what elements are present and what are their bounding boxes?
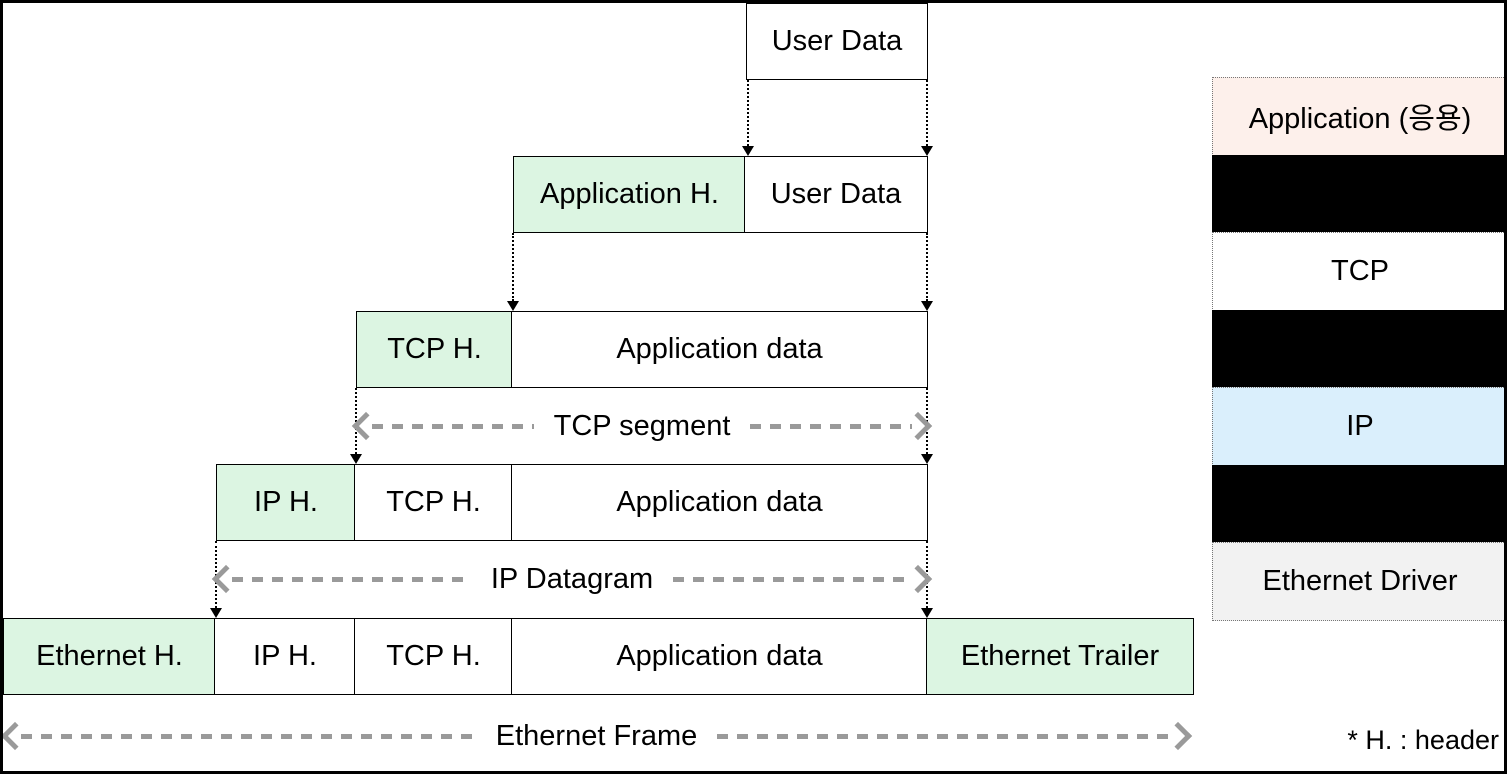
down-arrow [926,233,928,301]
stack-layer-black-spacer [1212,464,1504,544]
arrow-down-icon [507,301,519,311]
box-tcp-header: TCP H. [356,311,513,388]
box-user-data: User Data [744,156,928,233]
box-application-data: Application data [511,464,928,541]
arrow-down-icon [350,454,362,464]
box-tcp-header: TCP H. [354,618,513,695]
dashed-line [750,423,913,429]
down-arrow [926,388,928,454]
ethernet-frame-span-arrow: Ethernet Frame [3,711,1193,761]
header-footnote: * H. : header [1347,725,1499,755]
box-ethernet-header: Ethernet H. [3,618,216,695]
dashed-line [21,733,476,739]
dashed-line [673,576,913,582]
span-label-tcp-segment: TCP segment [553,409,731,442]
arrow-right-icon [903,411,933,441]
arrow-down-icon [742,146,754,156]
box-ip-header: IP H. [214,618,356,695]
down-arrow [512,233,514,301]
dashed-line [717,733,1173,739]
arrow-down-icon [921,454,933,464]
stack-layer-black-spacer [1212,309,1504,389]
box-ip-header: IP H. [216,464,356,541]
arrow-left-icon [351,411,381,441]
stack-layer-ip: IP [1212,387,1504,466]
arrow-right-icon [903,564,933,594]
dashed-line [232,576,471,582]
stack-layer-tcp: TCP [1212,232,1504,311]
box-application-data: Application data [511,311,928,388]
protocol-stack: Application (응용) TCP IP Ethernet Driver [1212,77,1504,622]
arrow-left-icon [3,721,30,751]
arrow-down-icon [921,301,933,311]
box-tcp-header: TCP H. [354,464,513,541]
arrow-left-icon [211,564,241,594]
stack-layer-black-spacer [1212,154,1504,234]
arrow-down-icon [921,608,933,618]
down-arrow [747,80,749,146]
dashed-line [372,423,534,429]
stack-layer-ethernet-driver: Ethernet Driver [1212,542,1504,622]
box-application-header: Application H. [513,156,746,233]
down-arrow [355,388,357,454]
box-user-data: User Data [746,3,928,80]
down-arrow [926,80,928,146]
arrow-down-icon [921,146,933,156]
arrow-right-icon [1163,721,1193,751]
box-application-data: Application data [511,618,928,695]
span-label-ethernet-frame: Ethernet Frame [495,719,698,752]
box-ethernet-trailer: Ethernet Trailer [926,618,1194,695]
down-arrow [215,541,217,608]
tcp-segment-span-arrow: TCP segment [351,401,933,451]
span-label-ip-datagram: IP Datagram [490,562,654,595]
stack-layer-application: Application (응용) [1212,77,1504,156]
arrow-down-icon [210,608,222,618]
ip-datagram-span-arrow: IP Datagram [211,554,933,604]
down-arrow [926,541,928,608]
